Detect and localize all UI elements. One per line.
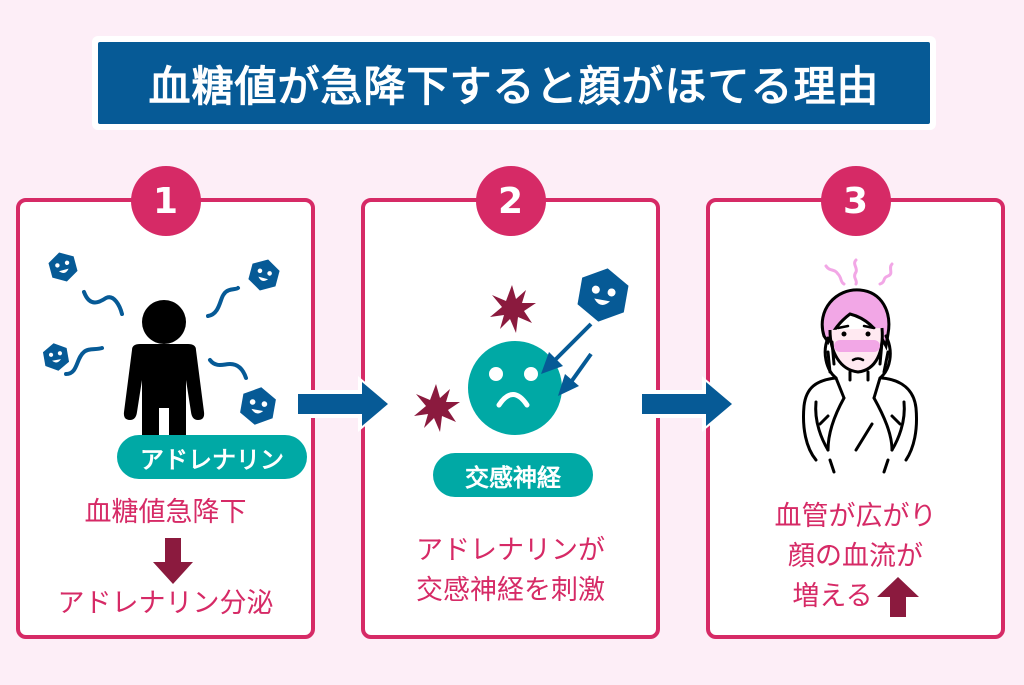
blush-mark [834, 340, 880, 352]
step-1-description: 血糖値急降下 [20, 493, 311, 533]
step-number-badge: 1 [130, 166, 201, 236]
step-number-badge: 2 [475, 166, 546, 236]
adrenaline-label: アドレナリン [140, 445, 284, 474]
right-arrow-icon [638, 376, 736, 432]
description-line: 交感神経を刺激 [416, 575, 605, 606]
heat-wave-line [853, 258, 858, 286]
step-number: 2 [497, 180, 524, 222]
adrenaline-molecule-icon [48, 252, 78, 282]
step-1-result: アドレナリン分泌 [20, 584, 311, 624]
sympathetic-nerve-label: 交感神経 [465, 463, 561, 492]
step-2-description: アドレナリンが 交感神経を刺激 [365, 531, 656, 611]
adrenaline-molecule-icon [248, 259, 280, 291]
sympathetic-nerve-label-pill: 交感神経 [433, 453, 593, 497]
squiggle-line [82, 290, 124, 316]
squiggle-line [64, 346, 104, 376]
starburst-icon [414, 384, 460, 432]
description-line: アドレナリンが [416, 535, 605, 566]
step-number-badge: 3 [820, 166, 891, 236]
person-silhouette [123, 300, 205, 442]
heat-wave-line [878, 262, 894, 286]
starburst-icon [490, 285, 536, 333]
step-panel-1: 1 [16, 166, 315, 639]
step-number: 3 [842, 180, 869, 222]
title-banner: 血糖値が急降下すると顔がほてる理由 [92, 36, 936, 130]
description-line: 顔の血流が [788, 541, 923, 572]
heat-wave-line [824, 264, 846, 286]
right-arrow-icon [294, 376, 392, 432]
squiggle-line [206, 286, 240, 318]
adrenaline-label-pill: アドレナリン [117, 435, 307, 479]
adrenaline-molecule-icon [240, 387, 276, 425]
description-line: 血糖値急降下 [84, 497, 247, 528]
up-arrow-icon [876, 577, 919, 617]
step-number: 1 [152, 180, 179, 222]
adrenaline-molecule-icon [42, 343, 70, 371]
step-panel-3: 3 [706, 166, 1005, 639]
sad-face-icon [468, 341, 562, 435]
hair-shape [820, 288, 891, 351]
page-title: 血糖値が急降下すると顔がほてる理由 [148, 61, 880, 111]
right-hand [872, 334, 892, 400]
adrenaline-molecule-icon [577, 268, 629, 322]
step-3-result-row: 増える [710, 577, 1001, 617]
step-panel-2: 2 交感神経 アドレ [361, 166, 660, 639]
description-line: 血管が広がり [774, 501, 937, 532]
description-line: アドレナリン分泌 [57, 588, 274, 619]
body-outline [802, 376, 838, 462]
down-arrow-icon [153, 538, 193, 584]
step-3-description: 血管が広がり 顔の血流が [710, 497, 1001, 577]
title-box: 血糖値が急降下すると顔がほてる理由 [98, 42, 930, 124]
stimulus-arrow-icon [541, 322, 593, 396]
sympathetic-nerve-stimulated-illustration [414, 268, 629, 435]
squiggle-line [208, 358, 248, 380]
person-with-adrenaline-molecules-illustration [42, 252, 280, 442]
description-line: 増える [792, 581, 873, 612]
flushed-woman-illustration [802, 258, 918, 474]
